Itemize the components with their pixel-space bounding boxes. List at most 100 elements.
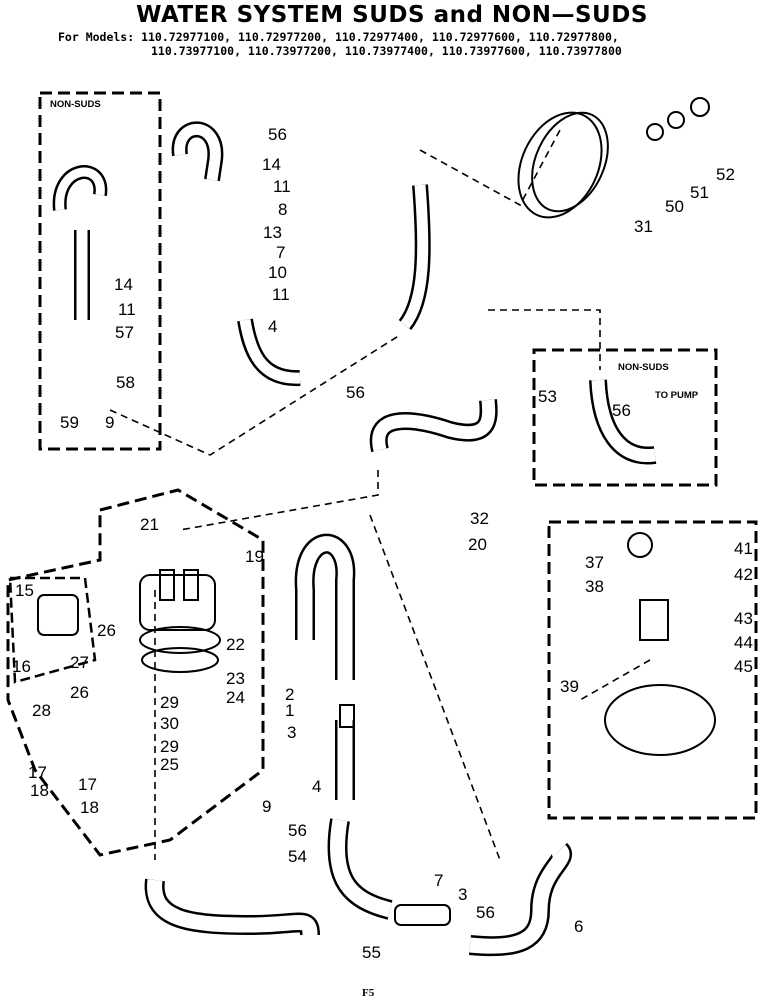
part-label-58: 58 (116, 373, 135, 392)
model-list-line-1: For Models: 110.72977100, 110.72977200, … (58, 30, 619, 44)
leader-pump (579, 659, 651, 701)
part-label-19: 19 (245, 547, 264, 566)
part-label-4: 4 (268, 317, 277, 336)
label-to-pump: TO PUMP (655, 390, 699, 401)
part-15-solenoid (37, 594, 79, 636)
part-19-valve-body (139, 574, 216, 631)
part-label-14: 14 (262, 155, 281, 174)
part-label-13: 13 (263, 223, 282, 242)
part-label-55: 55 (362, 943, 381, 962)
part-label-15: 15 (15, 581, 34, 600)
part-label-7-lower: 7 (434, 871, 443, 890)
part-label-21: 21 (140, 515, 159, 534)
part-label-45: 45 (734, 657, 753, 676)
part-label-56: 56 (268, 125, 287, 144)
label-non-suds-left: NON-SUDS (50, 99, 101, 110)
hose-8-inner (400, 184, 429, 329)
hose-4-top-inner (239, 319, 301, 384)
leader-tank (419, 129, 561, 207)
part-label-24: 24 (226, 688, 245, 707)
part-label-27: 27 (70, 653, 89, 672)
part-label-56-d: 56 (288, 821, 307, 840)
box-labels: NON-SUDS NON-SUDS TO PUMP (50, 99, 699, 401)
leader-right-box (488, 309, 601, 370)
components (37, 97, 716, 926)
part-7-coupling-lower (394, 904, 451, 926)
part-label-1: 1 (285, 701, 294, 720)
part-3-coupling (339, 704, 355, 728)
part-50-washer (646, 123, 664, 141)
part-label-59: 59 (60, 413, 79, 432)
part-label-32: 32 (470, 509, 489, 528)
solenoid-box (8, 576, 97, 684)
part-label-9: 9 (262, 797, 271, 816)
page-code: F5 (362, 987, 375, 999)
part-label-39: 39 (560, 677, 579, 696)
part-label-18: 18 (30, 781, 49, 800)
part-label-11-left: 11 (118, 300, 136, 319)
part-44-pump-body (639, 599, 669, 641)
part-label-10: 10 (268, 263, 287, 282)
hose-lower-bend-inner (329, 818, 392, 918)
part-22-diaphragm (139, 626, 221, 654)
part-callouts: 56 14 11 8 13 7 10 11 4 52 51 50 31 14 1… (12, 125, 753, 962)
part-label-56-c: 56 (612, 401, 631, 420)
part-label-38: 38 (585, 577, 604, 596)
part-label-56-b: 56 (346, 383, 365, 402)
part-label-6: 6 (574, 917, 583, 936)
hose-1-inner (297, 536, 353, 680)
part-label-52: 52 (716, 165, 735, 184)
pump-housing (604, 684, 716, 756)
diagram-title: WATER SYSTEM SUDS and NON—SUDS (136, 2, 648, 28)
hose-32-inner (372, 399, 496, 452)
valve-inlet-right (183, 569, 199, 601)
leader-left-box (109, 334, 401, 456)
part-label-28: 28 (32, 701, 51, 720)
hoses (52, 121, 657, 957)
part-label-11b: 11 (272, 285, 290, 304)
part-label-17b: 17 (78, 775, 97, 794)
non-suds-box-right (532, 348, 718, 487)
part-label-25: 25 (160, 755, 179, 774)
connector-lines (109, 129, 651, 861)
part-label-37: 37 (585, 553, 604, 572)
part-52-nut (690, 97, 710, 117)
label-non-suds-right: NON-SUDS (618, 362, 669, 373)
part-51-washer (667, 111, 685, 129)
part-label-3-lower: 3 (458, 885, 467, 904)
part-23-diaphragm (141, 647, 219, 673)
model-list-line-2: 110.73977100, 110.73977200, 110.73977400… (151, 44, 622, 58)
leader-valve (179, 470, 379, 531)
part-41-cap (627, 532, 653, 558)
part-label-43: 43 (734, 609, 753, 628)
part-label-53: 53 (538, 387, 557, 406)
part-label-30: 30 (160, 714, 179, 733)
part-label-41: 41 (734, 539, 753, 558)
non-suds-box-left (38, 91, 162, 451)
part-label-2: 2 (285, 685, 294, 704)
part-label-23: 23 (226, 669, 245, 688)
part-label-42: 42 (734, 565, 753, 584)
part-label-31: 31 (634, 217, 653, 236)
part-label-17: 17 (28, 763, 47, 782)
part-label-20: 20 (468, 535, 487, 554)
part-label-51: 51 (690, 183, 709, 202)
part-label-57: 57 (115, 323, 134, 342)
part-label-26b: 26 (70, 683, 89, 702)
dashed-boxes (6, 91, 758, 857)
part-label-56-e: 56 (476, 903, 495, 922)
hose-14-top-inner (174, 123, 221, 181)
part-label-7: 7 (276, 243, 285, 262)
part-label-29b: 29 (160, 737, 179, 756)
leader-pump-hose (369, 514, 501, 861)
part-label-9-left: 9 (105, 413, 114, 432)
part-label-14-left: 14 (114, 275, 133, 294)
part-label-18b: 18 (80, 798, 99, 817)
valve-inlet-left (159, 569, 175, 601)
part-label-50: 50 (665, 197, 684, 216)
part-label-8: 8 (278, 200, 287, 219)
part-label-4-lower: 4 (312, 777, 321, 796)
part-label-26: 26 (97, 621, 116, 640)
